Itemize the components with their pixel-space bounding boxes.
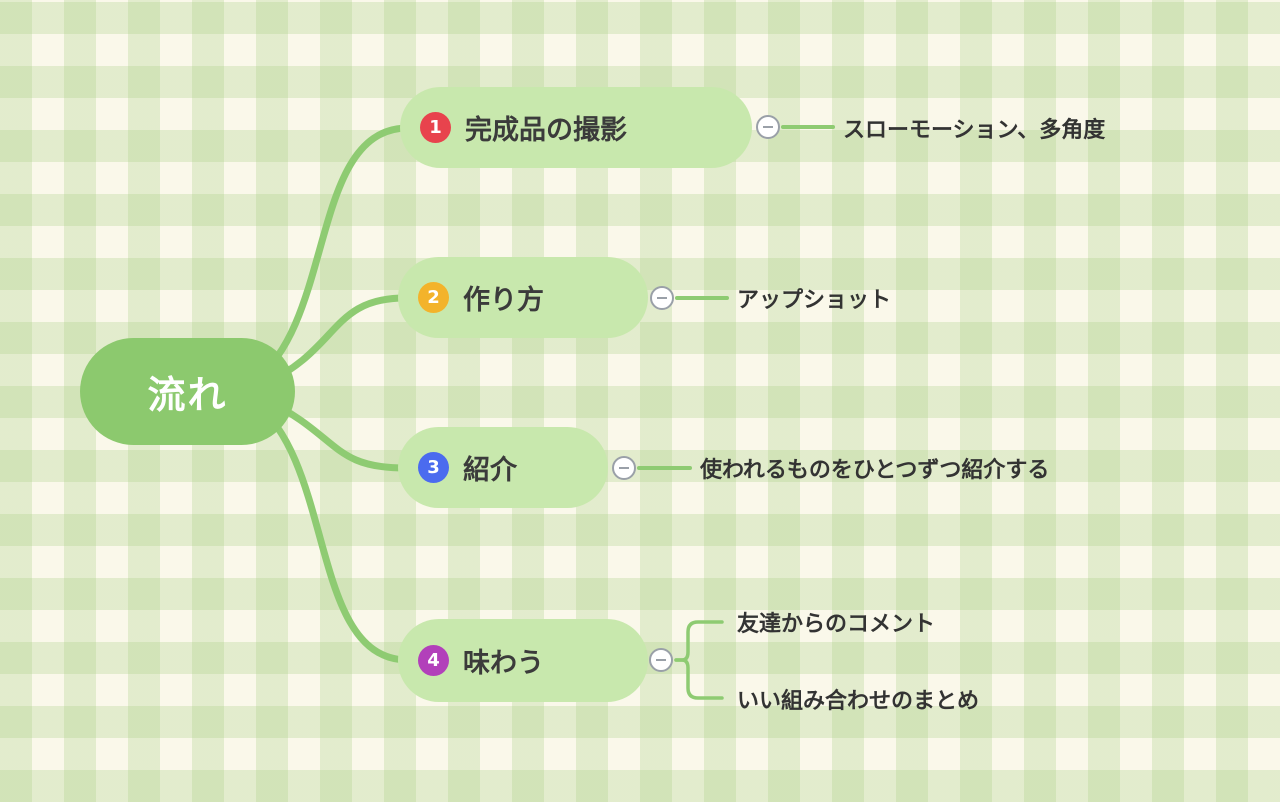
connector-root-branch4 [251,399,412,664]
branch-number-badge: 3 [418,452,449,483]
connector-root-branch1 [251,124,412,384]
collapse-icon[interactable] [612,456,636,480]
connector-branch4-child2 [674,658,724,700]
child-topic[interactable]: 友達からのコメント [737,612,936,637]
collapse-icon[interactable] [649,648,673,672]
branch-node-4[interactable]: 4 味わう [398,619,648,702]
branch-number-badge: 2 [418,282,449,313]
branch-number-badge: 4 [418,645,449,676]
child-topic[interactable]: スローモーション、多角度 [843,118,1106,143]
branch-label: 完成品の撮影 [465,115,627,146]
child-topic[interactable]: 使われるものをひとつずつ紹介する [700,458,1050,483]
child-topic[interactable]: いい組み合わせのまとめ [737,689,980,714]
branch-node-3[interactable]: 3 紹介 [398,427,608,508]
collapse-icon[interactable] [650,286,674,310]
branch-node-1[interactable]: 1 完成品の撮影 [400,87,752,168]
collapse-icon[interactable] [756,115,780,139]
child-topic[interactable]: アップショット [737,288,892,313]
branch-label: 紹介 [463,455,517,486]
branch-label: 作り方 [463,285,544,316]
branch-label: 味わう [463,648,544,679]
branch-node-2[interactable]: 2 作り方 [398,257,648,338]
connector-branch4-child1 [674,620,724,662]
root-node[interactable]: 流れ [80,338,295,445]
branch-number-badge: 1 [420,112,451,143]
root-label: 流れ [147,373,228,417]
